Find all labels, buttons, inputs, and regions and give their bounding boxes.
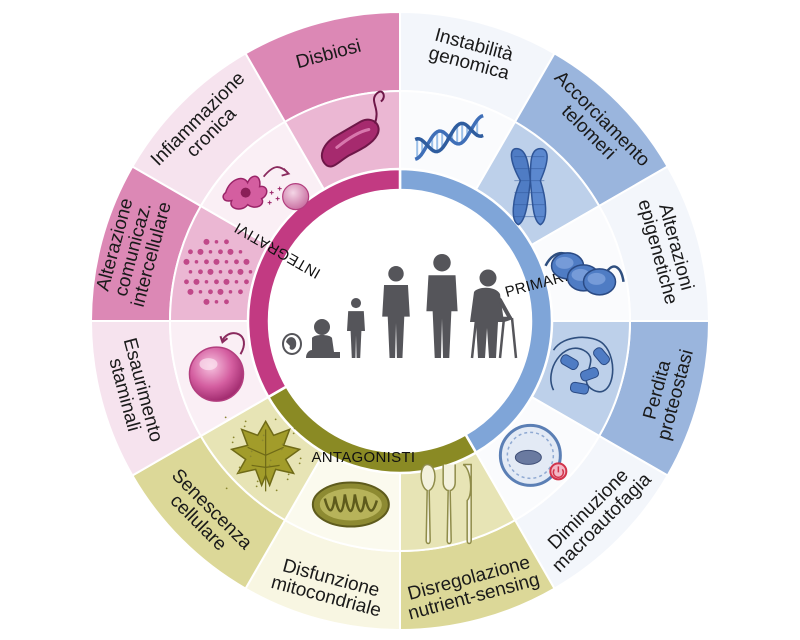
autophagosome-icon: [498, 423, 568, 487]
elderly-figure-icon: [470, 269, 513, 358]
walker-icon: [470, 316, 518, 359]
chromosome-icon: [510, 147, 548, 226]
toddler-figure-icon: [347, 298, 365, 358]
mitochondrion-icon: [311, 481, 390, 528]
icons-layer: [183, 90, 625, 545]
adolescent-figure-icon: [382, 266, 410, 358]
protein-fold-icon: [550, 336, 614, 395]
cutlery-icon: [420, 463, 472, 545]
dots-icon: [183, 238, 253, 305]
group-label-antagonisti: ANTAGONISTI: [311, 449, 415, 466]
macrophage-icon: [222, 166, 310, 211]
dna-helix-icon: [414, 114, 484, 161]
nucleosome-icon: [544, 252, 625, 296]
adult-figure-icon: [426, 254, 458, 358]
baby-figure-icon: [306, 319, 340, 358]
bacterium-icon: [320, 90, 385, 168]
stem-cell-icon: [188, 332, 245, 402]
center-life-stages: [282, 254, 518, 359]
group-ring-integrativi: [246, 167, 402, 399]
leaf-icon: [224, 416, 302, 492]
